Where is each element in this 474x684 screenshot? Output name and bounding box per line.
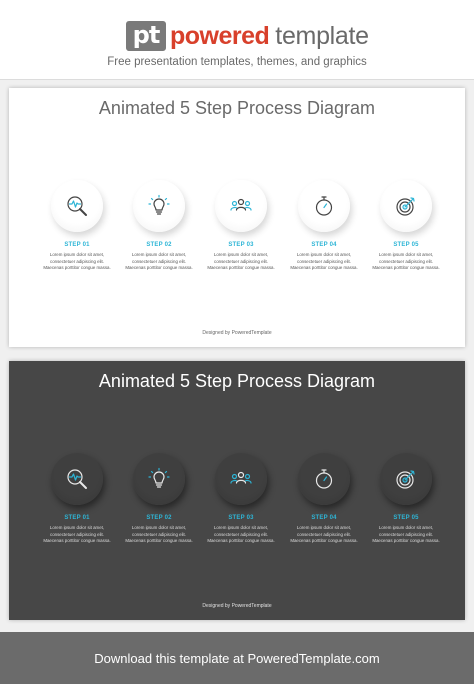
step-description: Lorem ipsum dolor sit amet, consectetuer…: [200, 525, 282, 545]
step-label: STEP 01: [64, 242, 90, 248]
step-description: Lorem ipsum dolor sit amet, consectetuer…: [365, 252, 447, 272]
slide-preview-dark: Animated 5 Step Process Diagram STEP 01 …: [9, 361, 465, 620]
step-label: STEP 04: [311, 515, 337, 521]
step-icon-circle: [215, 453, 267, 505]
process-step-3: STEP 03 Lorem ipsum dolor sit amet, cons…: [200, 180, 282, 272]
process-step-3: STEP 03 Lorem ipsum dolor sit amet, cons…: [200, 453, 282, 545]
process-step-2: STEP 02 Lorem ipsum dolor sit amet, cons…: [118, 180, 200, 272]
target-icon: [396, 197, 415, 216]
step-description-line: Lorem ipsum dolor sit amet,: [131, 525, 187, 530]
process-step-5: STEP 05 Lorem ipsum dolor sit amet, cons…: [365, 180, 447, 272]
step-icon-circle: [298, 180, 350, 232]
step-description-line: consectetuer adipiscing elit.: [297, 531, 351, 537]
lightbulb-icon: [148, 194, 170, 215]
download-link[interactable]: Download this template at PoweredTemplat…: [94, 650, 380, 666]
chart-magnifier-icon: [67, 196, 87, 216]
process-steps: STEP 01 Lorem ipsum dolor sit amet, cons…: [9, 453, 465, 553]
step-description-line: consectetuer adipiscing elit.: [214, 531, 268, 537]
slide-preview-light: Animated 5 Step Process Diagram STEP 01 …: [9, 88, 465, 347]
step-description-line: consectetuer adipiscing elit.: [297, 258, 351, 264]
site-tagline: Free presentation templates, themes, and…: [107, 56, 367, 68]
step-description-line: Maecenas porttitor congue massa.: [125, 265, 193, 270]
step-description-line: Maecenas porttitor congue massa.: [290, 265, 358, 270]
step-description: Lorem ipsum dolor sit amet, consectetuer…: [365, 525, 447, 545]
process-step-1: STEP 01 Lorem ipsum dolor sit amet, cons…: [36, 453, 118, 545]
step-description-line: Lorem ipsum dolor sit amet,: [378, 525, 434, 530]
step-description-line: consectetuer adipiscing elit.: [50, 531, 104, 537]
step-description-line: Maecenas porttitor congue massa.: [125, 538, 193, 543]
step-label: STEP 01: [64, 515, 90, 521]
step-description: Lorem ipsum dolor sit amet, consectetuer…: [36, 252, 118, 272]
step-description-line: Lorem ipsum dolor sit amet,: [213, 525, 269, 530]
step-icon-circle: [133, 453, 185, 505]
process-step-4: STEP 04 Lorem ipsum dolor sit amet, cons…: [283, 180, 365, 272]
step-description-line: Lorem ipsum dolor sit amet,: [296, 525, 352, 530]
step-description-line: Maecenas porttitor congue massa.: [207, 265, 275, 270]
designed-by-credit: Designed by PoweredTemplate: [202, 603, 272, 609]
step-description: Lorem ipsum dolor sit amet, consectetuer…: [118, 525, 200, 545]
stopwatch-icon: [315, 469, 333, 489]
slide-title: Animated 5 Step Process Diagram: [98, 371, 376, 391]
step-description-line: Lorem ipsum dolor sit amet,: [213, 252, 269, 257]
step-description-line: consectetuer adipiscing elit.: [214, 258, 268, 264]
step-icon-circle: [51, 453, 103, 505]
step-description-line: Lorem ipsum dolor sit amet,: [296, 252, 352, 257]
step-label: STEP 04: [311, 242, 337, 248]
step-label: STEP 05: [393, 515, 419, 521]
slide-title: Animated 5 Step Process Diagram: [98, 98, 376, 118]
step-description-line: Lorem ipsum dolor sit amet,: [131, 252, 187, 257]
step-description-line: Lorem ipsum dolor sit amet,: [49, 525, 105, 530]
step-description-line: consectetuer adipiscing elit.: [132, 531, 186, 537]
step-description-line: Maecenas porttitor congue massa.: [372, 538, 440, 543]
step-description-line: Maecenas porttitor congue massa.: [207, 538, 275, 543]
step-description-line: Maecenas porttitor congue massa.: [43, 538, 111, 543]
process-step-2: STEP 02 Lorem ipsum dolor sit amet, cons…: [118, 453, 200, 545]
step-description-line: Maecenas porttitor congue massa.: [43, 265, 111, 270]
step-description-line: Lorem ipsum dolor sit amet,: [49, 252, 105, 257]
step-label: STEP 03: [228, 242, 254, 248]
step-icon-circle: [51, 180, 103, 232]
step-label: STEP 02: [146, 242, 172, 248]
step-icon-circle: [215, 180, 267, 232]
step-label: STEP 03: [228, 515, 254, 521]
step-description: Lorem ipsum dolor sit amet, consectetuer…: [36, 525, 118, 545]
process-step-5: STEP 05 Lorem ipsum dolor sit amet, cons…: [365, 453, 447, 545]
logo-word-powered: powered: [170, 21, 270, 50]
designed-by-credit: Designed by PoweredTemplate: [202, 330, 272, 336]
poweredtemplate-logo[interactable]: pt powered template: [126, 21, 369, 51]
stopwatch-icon: [315, 196, 333, 216]
logo-mark: pt: [126, 21, 166, 51]
download-footer: Download this template at PoweredTemplat…: [0, 632, 474, 684]
process-step-4: STEP 04 Lorem ipsum dolor sit amet, cons…: [283, 453, 365, 545]
step-description: Lorem ipsum dolor sit amet, consectetuer…: [283, 525, 365, 545]
step-icon-circle: [380, 453, 432, 505]
step-description-line: consectetuer adipiscing elit.: [132, 258, 186, 264]
step-description-line: consectetuer adipiscing elit.: [379, 258, 433, 264]
team-icon: [230, 471, 252, 484]
step-icon-circle: [298, 453, 350, 505]
team-icon: [230, 198, 252, 211]
process-step-1: STEP 01 Lorem ipsum dolor sit amet, cons…: [36, 180, 118, 272]
step-description-line: consectetuer adipiscing elit.: [50, 258, 104, 264]
step-description: Lorem ipsum dolor sit amet, consectetuer…: [283, 252, 365, 272]
step-label: STEP 02: [146, 515, 172, 521]
step-icon-circle: [133, 180, 185, 232]
site-header: pt powered template Free presentation te…: [0, 0, 474, 80]
step-label: STEP 05: [393, 242, 419, 248]
step-description-line: Lorem ipsum dolor sit amet,: [378, 252, 434, 257]
logo-word-template: template: [275, 21, 369, 50]
step-description-line: Maecenas porttitor congue massa.: [372, 265, 440, 270]
step-description: Lorem ipsum dolor sit amet, consectetuer…: [118, 252, 200, 272]
lightbulb-icon: [148, 467, 170, 488]
process-steps: STEP 01 Lorem ipsum dolor sit amet, cons…: [9, 180, 465, 280]
step-icon-circle: [380, 180, 432, 232]
step-description-line: consectetuer adipiscing elit.: [379, 531, 433, 537]
chart-magnifier-icon: [67, 469, 87, 489]
target-icon: [396, 470, 415, 489]
step-description-line: Maecenas porttitor congue massa.: [290, 538, 358, 543]
step-description: Lorem ipsum dolor sit amet, consectetuer…: [200, 252, 282, 272]
